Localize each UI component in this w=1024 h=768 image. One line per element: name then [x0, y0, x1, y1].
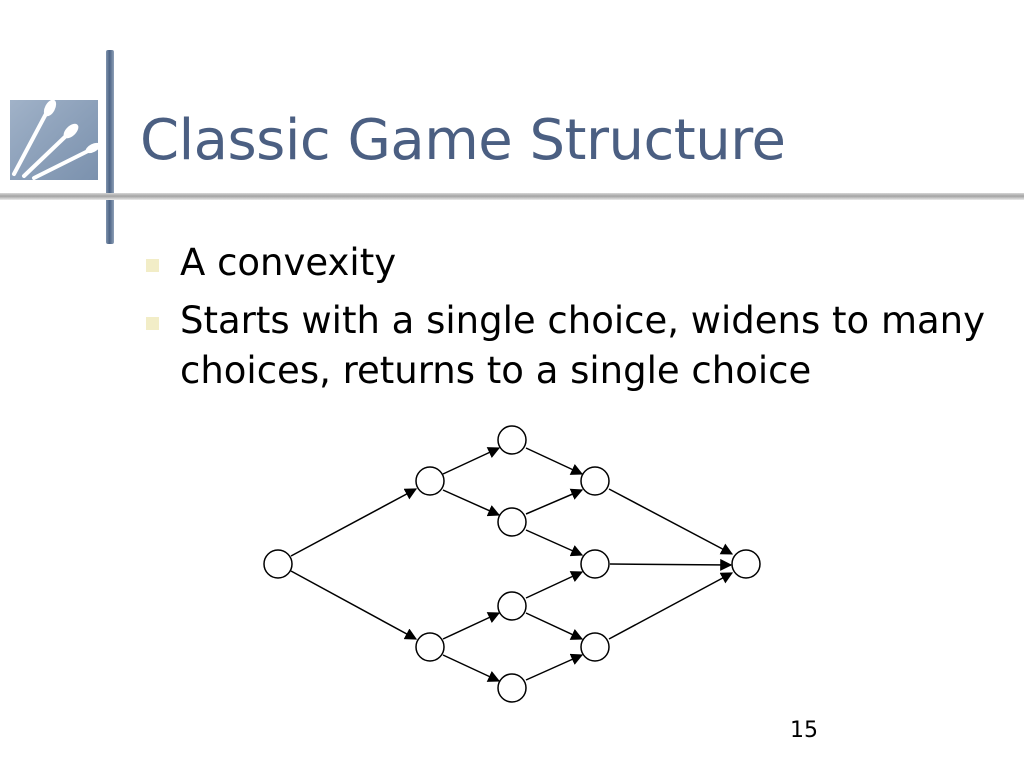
node-start [263, 549, 293, 579]
edge [442, 489, 501, 517]
bullet-list: A convexity Starts with a single choice,… [143, 238, 1013, 404]
node-end [731, 549, 761, 579]
edge [525, 612, 584, 640]
node [415, 632, 445, 662]
edge [525, 571, 584, 599]
edge [525, 488, 584, 515]
node [497, 673, 527, 703]
title-underline-bar [0, 193, 1024, 200]
square-bullet-icon [146, 259, 159, 272]
edge [290, 570, 418, 640]
node [580, 549, 610, 579]
bullet-text: A convexity [180, 241, 397, 284]
edge [608, 488, 734, 555]
node [580, 466, 610, 496]
edge [608, 572, 734, 640]
slide-title: Classic Game Structure [140, 108, 786, 173]
edge [442, 654, 501, 682]
convex-game-graph-diagram [263, 425, 761, 703]
node [497, 591, 527, 621]
page-number: 15 [790, 718, 818, 743]
edge [525, 529, 584, 557]
edge [525, 447, 584, 475]
edge [525, 653, 584, 681]
edge [290, 488, 418, 557]
bullet-item: A convexity [143, 238, 1013, 288]
edge [442, 447, 501, 475]
node [497, 425, 527, 455]
node [497, 507, 527, 537]
edge [442, 612, 501, 640]
node [415, 466, 445, 496]
vertical-accent-bar [106, 50, 114, 244]
bullet-item: Starts with a single choice, widens to m… [143, 296, 1013, 396]
oars-logo-icon [10, 99, 101, 180]
edge [609, 558, 733, 571]
bullet-text: Starts with a single choice, widens to m… [180, 299, 986, 392]
square-bullet-icon [146, 317, 159, 330]
node [580, 632, 610, 662]
